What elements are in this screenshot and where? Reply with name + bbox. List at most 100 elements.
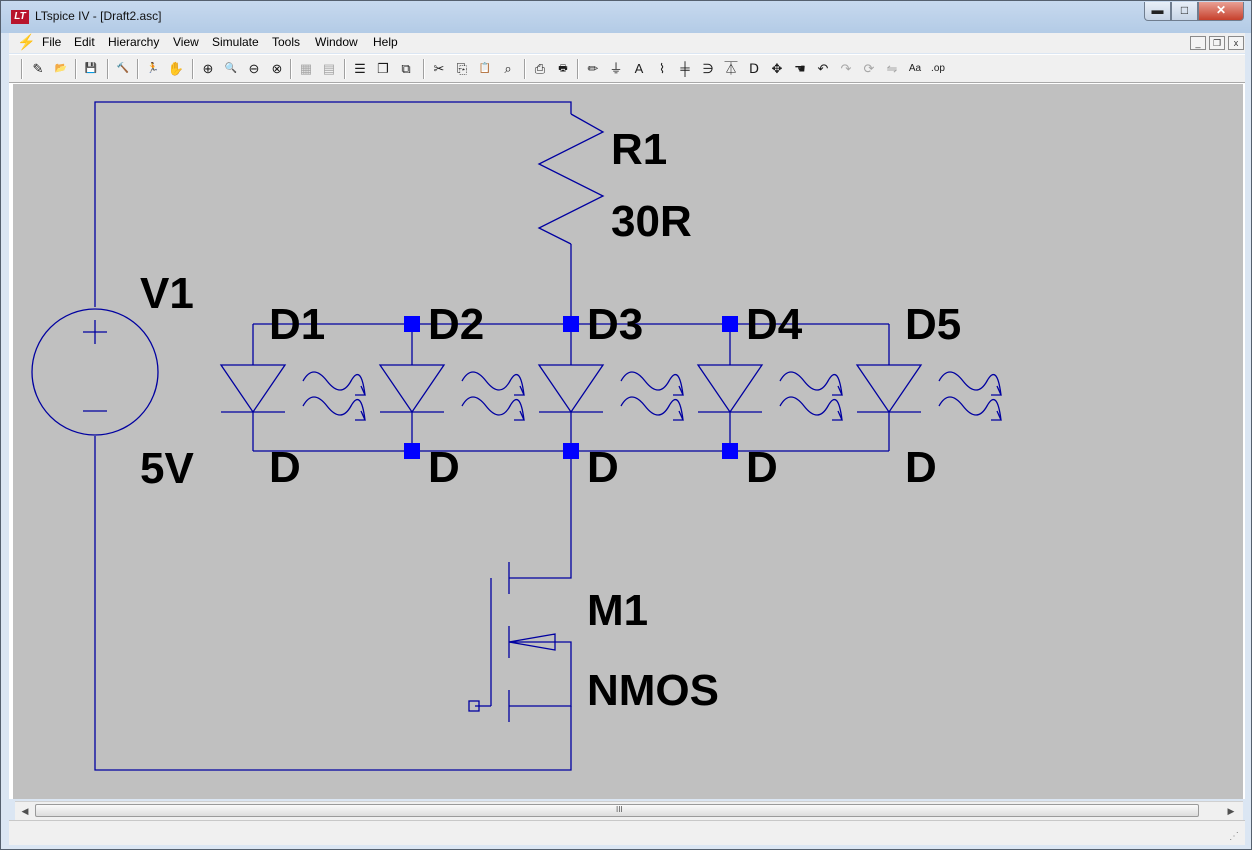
status-bar: ⋰ — [9, 820, 1245, 845]
r1-value-label[interactable]: 30R — [611, 197, 692, 246]
tile-vertical-icon[interactable]: ⧉ — [401, 61, 411, 76]
junction-dot — [722, 443, 738, 459]
move-icon[interactable]: ✥ — [771, 61, 783, 76]
undo-icon[interactable]: ↶ — [817, 61, 829, 76]
toolbar-separator — [75, 59, 77, 79]
menu-window[interactable]: Window — [315, 35, 358, 49]
m1-value-label[interactable]: NMOS — [587, 666, 719, 715]
menu-bar: ⚡ File Edit Hierarchy View Simulate Tool… — [9, 33, 1245, 53]
toolbar-separator — [524, 59, 526, 79]
junction-dot — [722, 316, 738, 332]
copy-icon[interactable]: ⎘ — [456, 61, 468, 76]
close-button[interactable]: ✕ — [1198, 2, 1244, 21]
resize-grip-icon[interactable]: ⋰ — [1229, 831, 1239, 842]
diode-name-label[interactable]: D5 — [905, 300, 962, 349]
schematic-drawing[interactable] — [13, 84, 1243, 799]
diode-name-label[interactable]: D4 — [746, 300, 803, 349]
scrollbar-thumb[interactable]: III — [35, 804, 1199, 817]
v1-name-label[interactable]: V1 — [140, 269, 194, 318]
diode-d2[interactable] — [378, 324, 526, 451]
resistor-r1 — [537, 113, 605, 245]
paste-icon[interactable]: 📋 — [478, 63, 492, 74]
delete-trace-icon[interactable]: ▤ — [322, 61, 336, 76]
control-panel-icon[interactable]: 🔨 — [116, 63, 130, 74]
resistor-icon[interactable]: ⌇ — [658, 61, 666, 76]
diode-value-label[interactable]: D — [428, 443, 460, 492]
spice-directive-icon[interactable]: .op — [931, 63, 945, 74]
menu-edit[interactable]: Edit — [74, 35, 95, 49]
draw-wire-icon[interactable]: ✏ — [587, 61, 599, 76]
toolbar: ✎ 📂 💾 🔨 🏃 ✋ ⊕ 🔍 ⊖ ⊗ ▦ ▤ ☰ ❐ ⧉ ✂ ⎘ 📋 ⌕ ⎙ 🖶 ✏ ⏚ A ⌇ ╪ ∋ ⏄ ᗞ ✥ ☚ ↶ ↷ ⟳ ⇋ Aa .op — [9, 54, 1245, 83]
wire — [509, 451, 572, 579]
new-schematic-icon[interactable]: ✎ — [32, 61, 44, 76]
open-icon[interactable]: 📂 — [54, 63, 68, 74]
toolbar-separator — [21, 59, 23, 79]
diode-d1[interactable] — [219, 324, 367, 451]
scroll-left-icon[interactable]: ◀ — [21, 806, 29, 816]
menu-view[interactable]: View — [173, 35, 199, 49]
v1-value-label[interactable]: 5V — [140, 444, 194, 493]
zoom-pan-icon[interactable]: 🔍 — [224, 63, 238, 74]
redo-icon[interactable]: ↷ — [840, 61, 852, 76]
find-icon[interactable]: ⌕ — [504, 61, 512, 76]
cut-icon[interactable]: ✂ — [433, 61, 445, 76]
toolbar-separator — [423, 59, 425, 79]
led-emission-icon — [302, 371, 367, 421]
toolbar-separator — [107, 59, 109, 79]
tile-horizontal-icon[interactable]: ☰ — [354, 61, 366, 76]
diode-value-label[interactable]: D — [905, 443, 937, 492]
run-icon[interactable]: 🏃 — [146, 63, 160, 74]
led-emission-icon — [461, 371, 526, 421]
diode-name-label[interactable]: D1 — [269, 300, 326, 349]
autoscale-icon[interactable]: ▦ — [299, 61, 313, 76]
label-net-icon[interactable]: A — [634, 61, 644, 76]
zoom-out-icon[interactable]: ⊖ — [248, 61, 260, 76]
junction-dot — [404, 443, 420, 459]
halt-icon[interactable]: ✋ — [167, 61, 185, 76]
inductor-icon[interactable]: ∋ — [702, 61, 714, 76]
diode-value-label[interactable]: D — [269, 443, 301, 492]
menu-tools[interactable]: Tools — [272, 35, 301, 49]
maximize-button[interactable]: □ — [1171, 2, 1198, 21]
menu-simulate[interactable]: Simulate — [212, 35, 259, 49]
diode-name-label[interactable]: D2 — [428, 300, 485, 349]
mdi-minimize-button[interactable]: _ — [1190, 36, 1206, 50]
diode-name-label[interactable]: D3 — [587, 300, 644, 349]
ltspice-app-icon[interactable]: LT — [11, 10, 29, 24]
capacitor-icon[interactable]: ╪ — [680, 61, 690, 76]
rotate-icon[interactable]: ⟳ — [863, 61, 875, 76]
mirror-icon[interactable]: ⇋ — [886, 61, 898, 76]
toolbar-separator — [137, 59, 139, 79]
toolbar-separator — [577, 59, 579, 79]
diode-value-label[interactable]: D — [587, 443, 619, 492]
wire — [94, 436, 572, 771]
cascade-icon[interactable]: ❐ — [377, 61, 389, 76]
zoom-fit-icon[interactable]: ⊗ — [271, 61, 283, 76]
ground-icon[interactable]: ⏚ — [609, 61, 623, 76]
document-icon[interactable]: ⚡ — [17, 34, 36, 51]
scroll-right-icon[interactable]: ▶ — [1227, 806, 1235, 816]
m1-name-label[interactable]: M1 — [587, 586, 649, 635]
horizontal-scrollbar[interactable]: ◀ III ▶ — [15, 801, 1243, 820]
minimize-button[interactable]: ▬ — [1144, 2, 1171, 21]
mdi-close-button[interactable]: x — [1228, 36, 1244, 50]
save-icon[interactable]: 💾 — [84, 63, 98, 74]
component-icon[interactable]: ᗞ — [748, 61, 759, 76]
text-icon[interactable]: Aa — [908, 63, 922, 74]
diode-d5[interactable] — [855, 324, 1003, 451]
print-setup-icon[interactable]: ⎙ — [534, 61, 546, 76]
r1-name-label[interactable]: R1 — [611, 125, 668, 174]
menu-help[interactable]: Help — [373, 35, 398, 49]
led-emission-icon — [938, 371, 1003, 421]
title-bar[interactable]: LT LTspice IV - [Draft2.asc] ▬ □ ✕ — [1, 1, 1251, 33]
diode-icon[interactable]: ⏄ — [724, 61, 738, 76]
zoom-in-icon[interactable]: ⊕ — [202, 61, 214, 76]
print-icon[interactable]: 🖶 — [558, 63, 568, 74]
menu-file[interactable]: File — [42, 35, 62, 49]
diode-value-label[interactable]: D — [746, 443, 778, 492]
mdi-restore-button[interactable]: ❐ — [1209, 36, 1225, 50]
drag-icon[interactable]: ☚ — [794, 61, 806, 76]
menu-hierarchy[interactable]: Hierarchy — [108, 35, 160, 49]
